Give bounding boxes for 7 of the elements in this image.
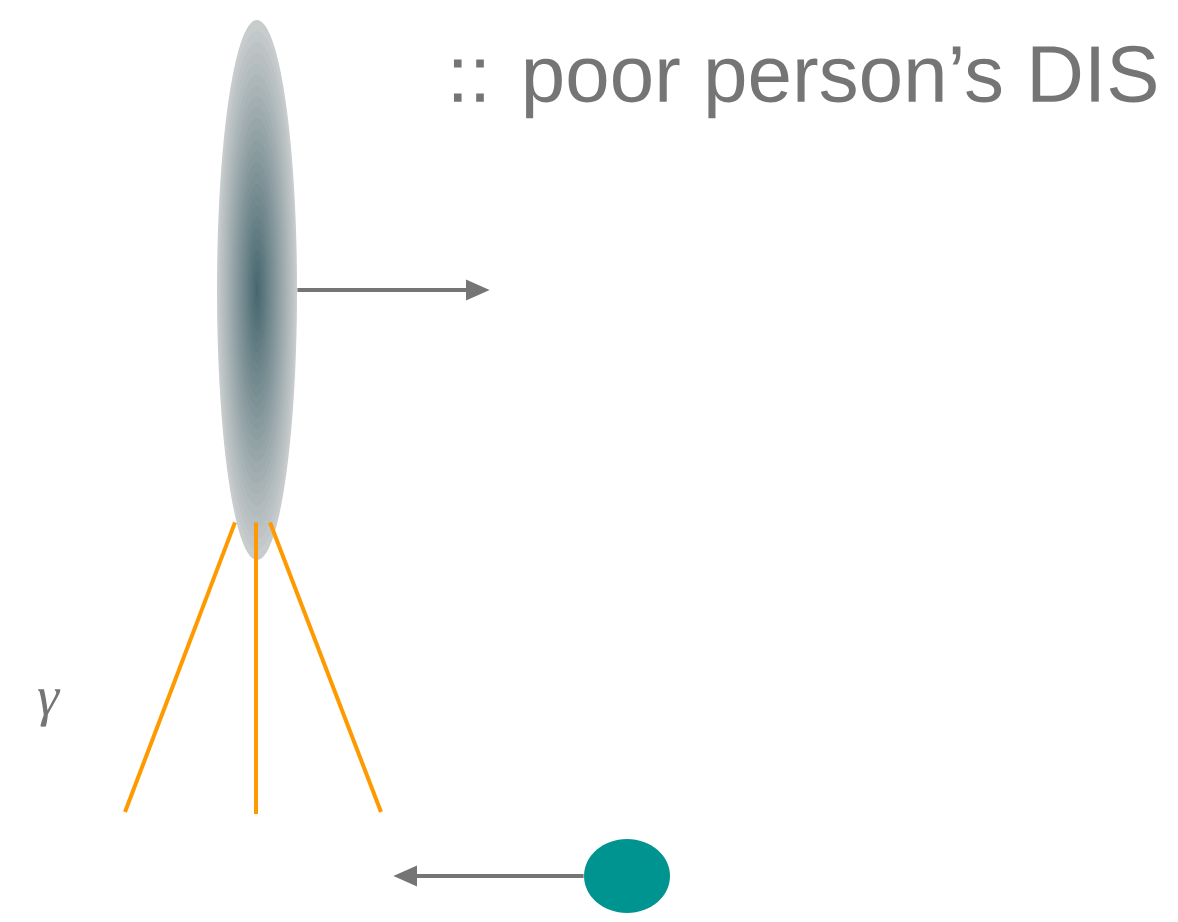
nucleus-ellipse: [217, 20, 297, 560]
symbol-label: γ: [37, 689, 61, 727]
photon-line: [268, 521, 383, 813]
photon-line: [254, 522, 258, 814]
photon-line: [123, 521, 237, 813]
particle-circle: [584, 839, 670, 913]
title: :: poor person’s DIS: [453, 45, 1156, 119]
